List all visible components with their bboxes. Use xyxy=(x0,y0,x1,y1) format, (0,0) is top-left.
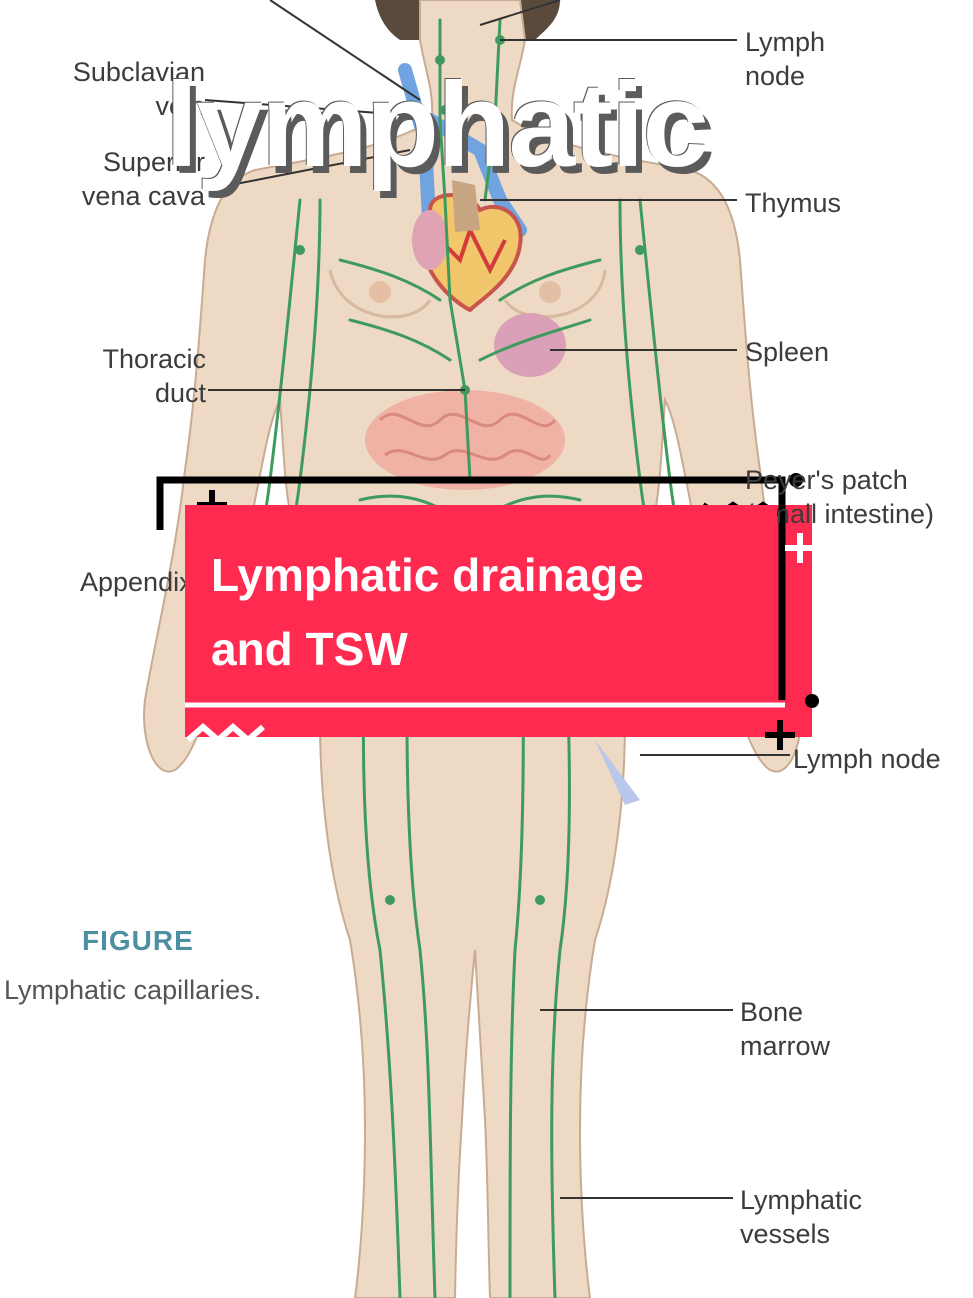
thymus xyxy=(452,180,480,232)
figure-caption: FIGURE xyxy=(82,925,194,956)
breast-right xyxy=(539,281,561,303)
breast-contour xyxy=(328,269,607,319)
label-thymus: Thymus xyxy=(745,188,842,218)
label-thoracic-line2: duct xyxy=(154,378,206,408)
label-bone-marrow-line1: Bone xyxy=(740,997,804,1027)
label-lymph-node-top-line2: node xyxy=(745,61,806,91)
label-lymph-node-top-line1: Lymph xyxy=(745,27,826,57)
dot-top-right xyxy=(789,473,803,487)
faint-arrow xyxy=(595,740,640,805)
zigzag-bottom xyxy=(186,723,265,744)
label-thoracic-line1: Thoracic xyxy=(102,344,206,374)
banner-text: Lymphatic drainage and TSW xyxy=(211,538,771,686)
label-superior-vena-cava: Superior vena cava xyxy=(40,145,205,213)
label-subclavian-line1: Subclavian xyxy=(72,57,205,87)
banner-frame xyxy=(156,476,786,700)
label-spleen: Spleen xyxy=(745,337,830,367)
spleen xyxy=(494,313,566,377)
label-superior-line1: Superior xyxy=(102,147,205,177)
label-thoracic-duct: Thoracic duct xyxy=(40,342,206,410)
dot-right xyxy=(805,694,819,708)
leader-lines xyxy=(204,0,790,1199)
plus-right xyxy=(785,533,815,563)
label-peyers-line1: Peyer's patch xyxy=(745,465,908,495)
breast-left xyxy=(369,281,391,303)
banner-box xyxy=(185,505,777,698)
plus-bottom-right xyxy=(765,720,795,750)
banner-line1: Lymphatic drainage xyxy=(211,549,644,601)
label-subclavian-vein: Subclavian vein xyxy=(40,55,205,123)
label-subclavian-line2: vein xyxy=(155,91,205,121)
label-bone-marrow: Bone marrow xyxy=(740,995,830,1063)
overlay-title: lymphatic xyxy=(165,58,709,192)
label-lymph-node-top: Lymph node xyxy=(745,25,825,93)
label-superior-line2: vena cava xyxy=(81,181,205,211)
banner-line2: and TSW xyxy=(211,623,408,675)
label-peyers-patch: Peyer's patch (small intestine) xyxy=(745,463,934,531)
label-bone-marrow-line2: marrow xyxy=(740,1031,831,1061)
label-appendix: Appendix xyxy=(80,567,193,597)
label-lymphatic-vessels: Lymphatic vessels xyxy=(740,1183,862,1251)
figure-subcaption: Lymphatic capillaries. xyxy=(4,975,262,1005)
label-lymph-node-lower: Lymph node xyxy=(793,744,941,774)
label-lymphatic-vessels-line2: vessels xyxy=(740,1219,831,1249)
label-lymphatic-vessels-line1: Lymphatic xyxy=(740,1185,863,1215)
lung-tint xyxy=(412,210,448,270)
